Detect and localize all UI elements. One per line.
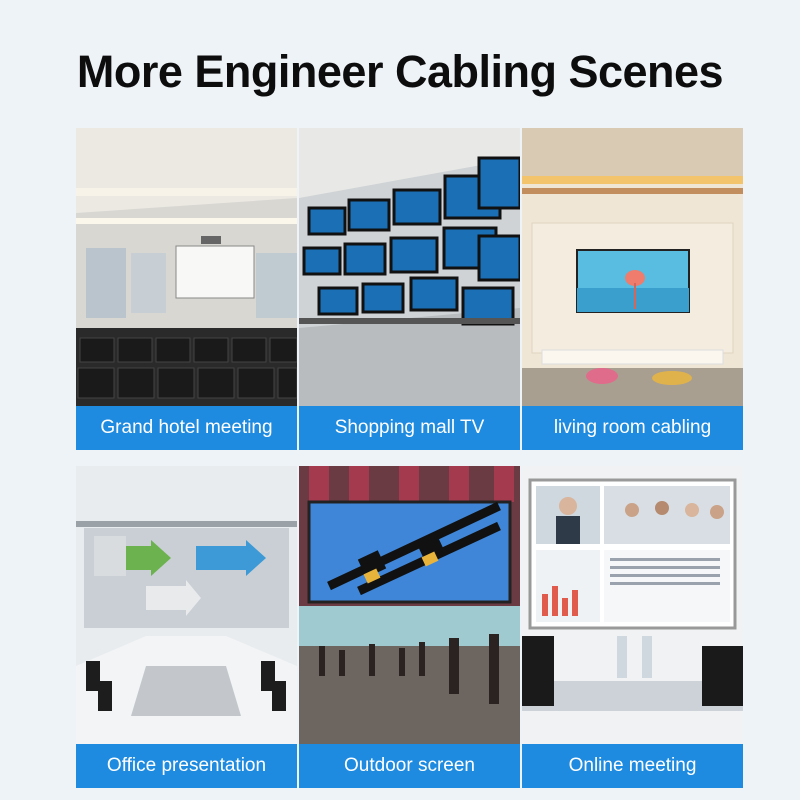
scene-card-outdoor-screen: Outdoor screen	[299, 466, 520, 788]
scene-caption: Outdoor screen	[299, 744, 520, 788]
video-conference-image	[522, 466, 743, 744]
hdmi-cable-outdoor-image	[299, 466, 520, 744]
page-title: More Engineer Cabling Scenes	[76, 46, 724, 97]
projector-screen-image	[76, 466, 297, 744]
living-room-tv-image	[522, 128, 743, 406]
scene-card-online-meeting: Online meeting	[522, 466, 743, 788]
scene-card-grand-hotel-meeting: Grand hotel meeting	[76, 128, 297, 450]
scene-card-shopping-mall-tv: Shopping mall TV	[299, 128, 520, 450]
conference-room-image	[76, 128, 297, 406]
scene-caption: Office presentation	[76, 744, 297, 788]
scene-card-office-presentation: Office presentation	[76, 466, 297, 788]
scene-caption: living room cabling	[522, 406, 743, 450]
tv-display-wall-image	[299, 128, 520, 406]
scene-caption: Online meeting	[522, 744, 743, 788]
scene-card-living-room-cabling: living room cabling	[522, 128, 743, 450]
scene-caption: Shopping mall TV	[299, 406, 520, 450]
scene-caption: Grand hotel meeting	[76, 406, 297, 450]
